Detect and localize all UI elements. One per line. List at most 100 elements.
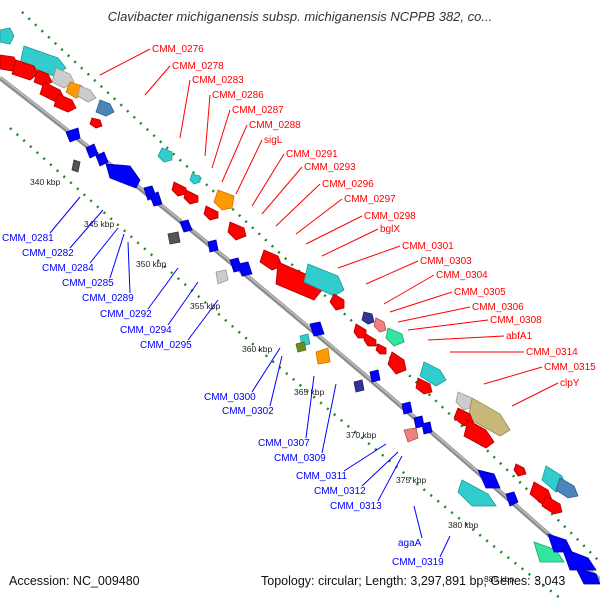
gene-label-reverse[interactable]: CMM_0292 <box>100 309 152 320</box>
gene-label-reverse[interactable]: CMM_0300 <box>204 392 256 403</box>
gene-label-reverse[interactable]: CMM_0294 <box>120 325 172 336</box>
gene-arrow <box>89 117 103 129</box>
reverse-strand-features[interactable] <box>65 127 600 585</box>
callout-line <box>321 228 379 257</box>
gene-arrow <box>513 463 527 477</box>
gene-label-reverse[interactable]: CMM_0289 <box>82 293 134 304</box>
ruler-tick-label: 355 kbp <box>190 301 221 311</box>
gene-arrow <box>533 541 565 563</box>
callout-line <box>167 281 199 326</box>
callout-line <box>361 451 399 487</box>
gene-label-reverse[interactable]: CMM_0302 <box>222 406 274 417</box>
gene-label-reverse[interactable]: CMM_0309 <box>274 453 326 464</box>
gene-arrow <box>71 159 81 173</box>
gene-label-reverse[interactable]: CMM_0282 <box>22 248 74 259</box>
callout-line <box>235 139 263 195</box>
gene-arrow <box>237 261 253 277</box>
callout-line <box>269 355 283 407</box>
gene-label-reverse[interactable]: CMM_0311 <box>296 471 347 482</box>
gene-label-forward[interactable]: CMM_0304 <box>436 270 488 281</box>
gene-arrow <box>259 249 283 271</box>
gene-label-reverse[interactable]: CMM_0312 <box>314 486 366 497</box>
gene-label-forward[interactable]: CMM_0298 <box>364 211 416 222</box>
callout-line <box>511 382 559 407</box>
gene-arrow <box>171 181 187 197</box>
gene-arrow <box>215 269 229 285</box>
gene-arrow <box>167 231 181 245</box>
gene-label-forward[interactable]: CMM_0276 <box>152 44 204 55</box>
ruler-tick-label: 360 kbp <box>242 344 273 354</box>
callout-line <box>407 319 489 331</box>
reverse-gene-labels[interactable]: CMM_0281CMM_0282CMM_0284CMM_0285CMM_0289… <box>2 233 444 568</box>
gene-label-forward[interactable]: CMM_0297 <box>344 194 396 205</box>
gene-label-forward[interactable]: CMM_0288 <box>249 120 301 131</box>
callout-line <box>343 443 387 472</box>
gene-label-forward[interactable]: CMM_0308 <box>490 315 542 326</box>
gene-label-forward[interactable]: CMM_0303 <box>420 256 472 267</box>
gene-label-reverse[interactable]: CMM_0319 <box>392 557 444 568</box>
gene-arrow <box>77 85 97 103</box>
callout-line <box>221 124 248 183</box>
callout-line <box>305 375 315 439</box>
gene-arrow <box>0 27 15 45</box>
gene-label-forward[interactable]: CMM_0306 <box>472 302 524 313</box>
gene-label-forward[interactable]: abfA1 <box>506 331 533 342</box>
gene-arrow <box>401 401 413 415</box>
gene-arrow <box>541 495 563 515</box>
gene-label-reverse[interactable]: CMM_0284 <box>42 263 94 274</box>
reverse-callout-lines <box>49 196 451 558</box>
gene-label-reverse[interactable]: agaA <box>398 538 422 549</box>
callout-line <box>204 94 211 157</box>
callout-line <box>413 505 423 539</box>
gene-arrow <box>353 379 365 393</box>
gene-arrow <box>315 347 331 365</box>
gene-arrow <box>353 323 367 339</box>
gene-label-reverse[interactable]: CMM_0281 <box>2 233 54 244</box>
gene-label-forward[interactable]: CMM_0296 <box>322 179 374 190</box>
gene-arrow <box>477 469 501 489</box>
topology-stats-text: Topology: circular; Length: 3,297,891 bp… <box>261 574 566 588</box>
ruler-tick-label: 385 kbp <box>484 574 515 584</box>
ruler-labels: 340 kbp 345 kbp 350 kbp 355 kbp 360 kbp … <box>30 177 515 584</box>
gene-arrow <box>385 327 405 347</box>
callout-line <box>295 198 343 235</box>
gene-arrow <box>419 361 447 387</box>
forward-gene-labels[interactable]: CMM_0276CMM_0278CMM_0283CMM_0286CMM_0287… <box>152 44 596 389</box>
callout-line <box>305 215 363 245</box>
callout-line <box>337 245 401 269</box>
gene-label-forward[interactable]: CMM_0291 <box>286 149 338 160</box>
gene-label-forward[interactable]: bglX <box>380 224 400 235</box>
gene-label-reverse[interactable]: CMM_0295 <box>140 340 192 351</box>
gene-arrow <box>95 99 115 117</box>
callout-line <box>261 166 303 215</box>
gene-label-forward[interactable]: CMM_0314 <box>526 347 578 358</box>
gene-arrow <box>295 341 307 353</box>
gene-label-forward[interactable]: CMM_0283 <box>192 75 244 86</box>
gene-arrow <box>11 59 39 81</box>
gene-label-forward[interactable]: CMM_0293 <box>304 162 356 173</box>
callout-line <box>397 306 471 323</box>
callout-line <box>127 241 131 294</box>
callout-line <box>427 335 505 341</box>
gene-label-forward[interactable]: CMM_0315 <box>544 362 596 373</box>
gene-arrow <box>189 173 201 185</box>
forward-strand-features[interactable] <box>0 27 579 515</box>
gene-label-forward[interactable]: sigL <box>264 135 283 146</box>
gene-label-forward[interactable]: CMM_0305 <box>454 287 506 298</box>
gene-label-reverse[interactable]: CMM_0307 <box>258 438 310 449</box>
gene-label-forward[interactable]: CMM_0287 <box>232 105 284 116</box>
gene-label-forward[interactable]: CMM_0278 <box>172 61 224 72</box>
gene-arrow <box>361 311 375 325</box>
gene-arrow <box>65 127 81 143</box>
gene-arrow <box>95 151 109 167</box>
gene-label-forward[interactable]: CMM_0301 <box>402 241 454 252</box>
gene-arrow <box>421 421 433 435</box>
callout-line <box>69 209 104 249</box>
gene-arrow <box>105 163 141 189</box>
gene-label-reverse[interactable]: CMM_0285 <box>62 278 114 289</box>
gene-arrow <box>183 189 199 205</box>
gene-label-forward[interactable]: clpY <box>560 378 580 389</box>
gene-label-forward[interactable]: CMM_0286 <box>212 90 264 101</box>
gene-label-reverse[interactable]: CMM_0313 <box>330 501 382 512</box>
